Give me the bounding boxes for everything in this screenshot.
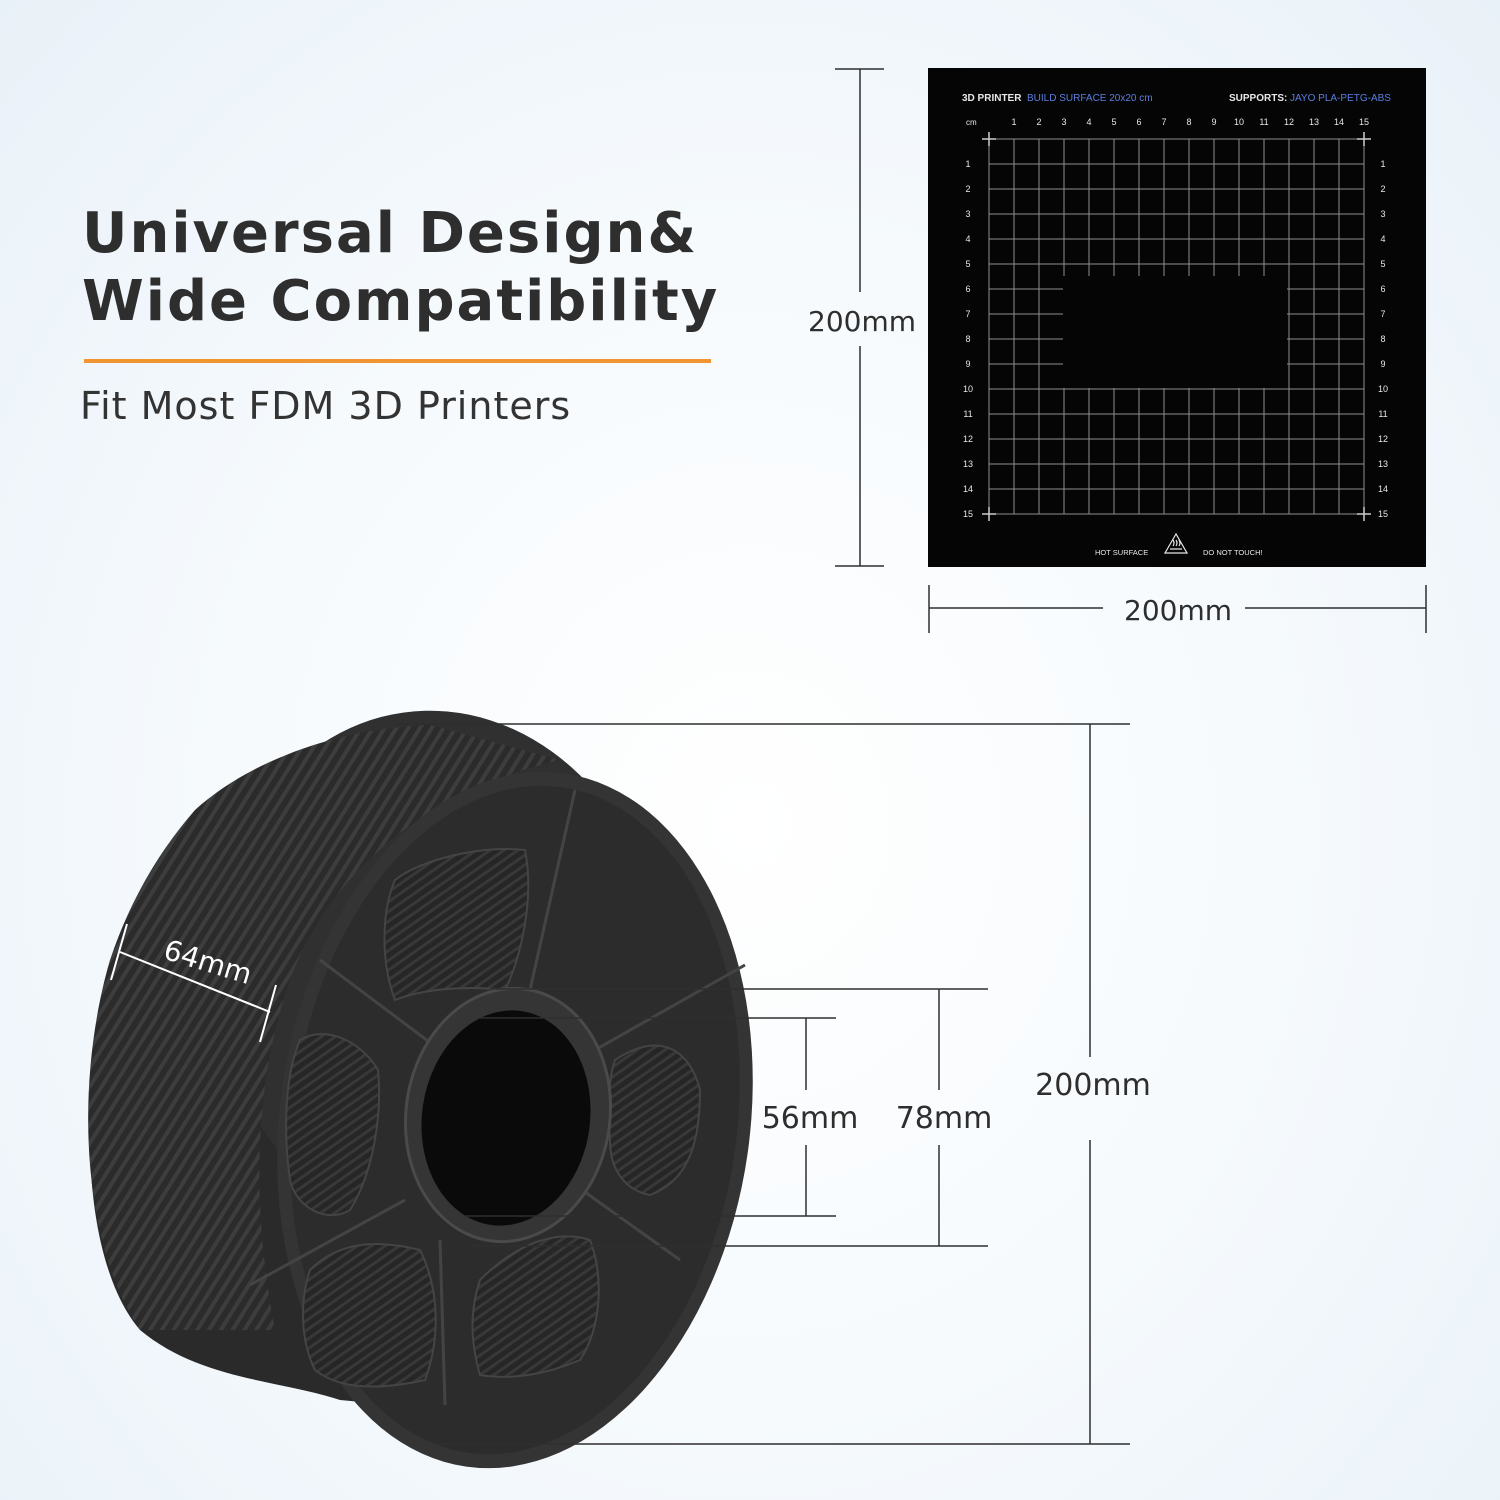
spool-width-dimension-line xyxy=(110,923,277,1043)
build-plate: 3D PRINTER BUILD SURFACE 20x20 cm SUPPOR… xyxy=(928,68,1426,567)
plate-column-label: 7 xyxy=(1161,117,1166,127)
spool-diameter-label: 200mm xyxy=(1035,1068,1151,1103)
crosshair-icon xyxy=(1357,132,1371,146)
plate-row-label-left: 13 xyxy=(963,459,973,469)
plate-row-label-left: 7 xyxy=(965,309,970,319)
plate-row-label-right: 8 xyxy=(1380,334,1385,344)
headline: Universal Design& Wide Compatibility xyxy=(82,200,719,336)
headline-line-2: Wide Compatibility xyxy=(82,269,720,334)
plate-row-label-right: 11 xyxy=(1378,409,1387,419)
plate-unit-label: cm xyxy=(966,118,977,127)
plate-row-label-left: 2 xyxy=(965,184,970,194)
plate-row-label-left: 12 xyxy=(963,434,973,444)
plate-row-label-right: 9 xyxy=(1380,359,1385,369)
plate-row-label-left: 14 xyxy=(963,484,973,494)
plate-row-label-left: 11 xyxy=(963,409,972,419)
corner-crosshairs xyxy=(982,132,1371,521)
plate-row-label-right: 2 xyxy=(1380,184,1385,194)
plate-header-left-blue: BUILD SURFACE 20x20 cm xyxy=(1027,93,1153,104)
plate-column-label: 6 xyxy=(1136,117,1141,127)
plate-row-label-left: 6 xyxy=(965,284,970,294)
plate-column-label: 10 xyxy=(1234,117,1244,127)
plate-column-label: 1 xyxy=(1011,117,1016,127)
plate-column-label: 3 xyxy=(1061,117,1066,127)
plate-column-label: 13 xyxy=(1309,117,1319,127)
plate-width-label: 200mm xyxy=(1124,594,1232,627)
plate-row-label-right: 14 xyxy=(1378,484,1388,494)
subtitle: Fit Most FDM 3D Printers xyxy=(80,384,572,428)
plate-row-label-right: 15 xyxy=(1378,509,1388,519)
headline-line-1: Universal Design& xyxy=(82,201,699,266)
spool-hub-hole xyxy=(421,1010,591,1226)
plate-column-label: 11 xyxy=(1259,117,1268,127)
plate-width-dimension-line xyxy=(928,585,1427,633)
hot-surface-warning-icon xyxy=(1163,532,1189,554)
plate-column-label: 2 xyxy=(1036,117,1041,127)
plate-column-label: 14 xyxy=(1334,117,1344,127)
build-plate-center-block xyxy=(1063,276,1287,388)
plate-column-label: 15 xyxy=(1359,117,1369,127)
spool-dimension-lines xyxy=(395,723,1130,1445)
plate-row-label-left: 10 xyxy=(963,384,973,394)
plate-row-label-right: 1 xyxy=(1380,159,1385,169)
plate-row-label-left: 8 xyxy=(965,334,970,344)
plate-row-label-left: 1 xyxy=(965,159,970,169)
plate-column-label: 8 xyxy=(1186,117,1191,127)
plate-row-label-left: 9 xyxy=(965,359,970,369)
plate-row-label-left: 3 xyxy=(965,209,970,219)
crosshair-icon xyxy=(1357,507,1371,521)
plate-footer-right: DO NOT TOUCH! xyxy=(1203,548,1263,557)
plate-column-label: 12 xyxy=(1284,117,1294,127)
plate-row-label-right: 12 xyxy=(1378,434,1388,444)
plate-height-dimension-line xyxy=(835,68,884,567)
plate-row-label-left: 4 xyxy=(965,234,970,244)
plate-row-label-left: 15 xyxy=(963,509,973,519)
plate-height-label: 200mm xyxy=(808,305,916,338)
plate-column-label: 9 xyxy=(1211,117,1216,127)
crosshair-icon xyxy=(982,507,996,521)
accent-underline xyxy=(84,359,711,363)
plate-header-right: SUPPORTS: xyxy=(1229,93,1287,104)
crosshair-icon xyxy=(982,132,996,146)
plate-header-left: 3D PRINTER xyxy=(962,93,1022,104)
hub-inner-diameter-label: 56mm xyxy=(762,1101,859,1136)
plate-row-label-right: 13 xyxy=(1378,459,1388,469)
plate-footer-left: HOT SURFACE xyxy=(1095,548,1148,557)
plate-row-label-right: 4 xyxy=(1380,234,1385,244)
plate-column-label: 4 xyxy=(1086,117,1091,127)
plate-row-label-left: 5 xyxy=(965,259,970,269)
plate-row-label-right: 3 xyxy=(1380,209,1385,219)
plate-row-label-right: 10 xyxy=(1378,384,1388,394)
filament-spool xyxy=(88,710,753,1469)
plate-row-label-right: 7 xyxy=(1380,309,1385,319)
plate-column-label: 5 xyxy=(1111,117,1116,127)
plate-header-right-blue: JAYO PLA-PETG-ABS xyxy=(1290,93,1391,104)
hub-outer-diameter-label: 78mm xyxy=(896,1101,993,1136)
plate-row-label-right: 6 xyxy=(1380,284,1385,294)
plate-row-label-right: 5 xyxy=(1380,259,1385,269)
